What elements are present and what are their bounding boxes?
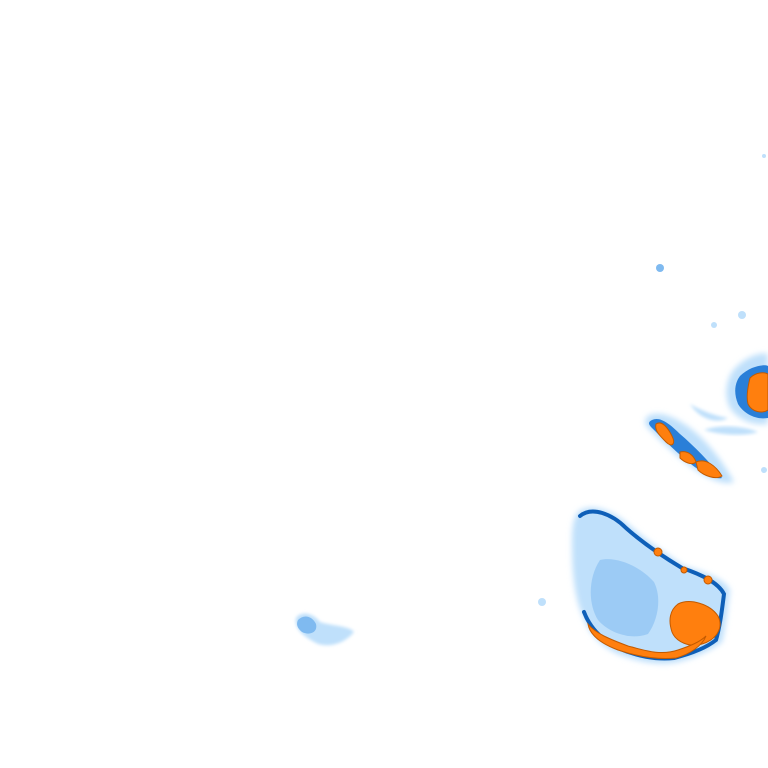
diagonal-band-core-a [655,422,675,446]
southeast-storm [572,507,730,664]
southeast-storm-core [669,601,721,646]
speckle-group [538,154,767,606]
northeast-cell [704,353,768,435]
northeast-cell-core [746,372,768,413]
speckle [738,311,746,319]
speckle [711,322,717,328]
western-cell [295,613,354,646]
southeast-storm-rim-core [587,622,707,659]
diagonal-band [645,404,734,484]
speckle [762,154,766,158]
speckle [656,264,664,272]
speckle [761,467,767,473]
western-cell-core [297,616,317,634]
northeast-cell-wisp [704,426,758,435]
diagonal-band-trail [690,404,728,421]
southeast-storm-inner [590,559,659,637]
speckle [538,598,546,606]
diagonal-band-core-c [695,460,723,479]
southeast-storm-spot [680,566,688,574]
southeast-storm-spot [703,575,713,585]
southeast-storm-spot [653,547,663,557]
